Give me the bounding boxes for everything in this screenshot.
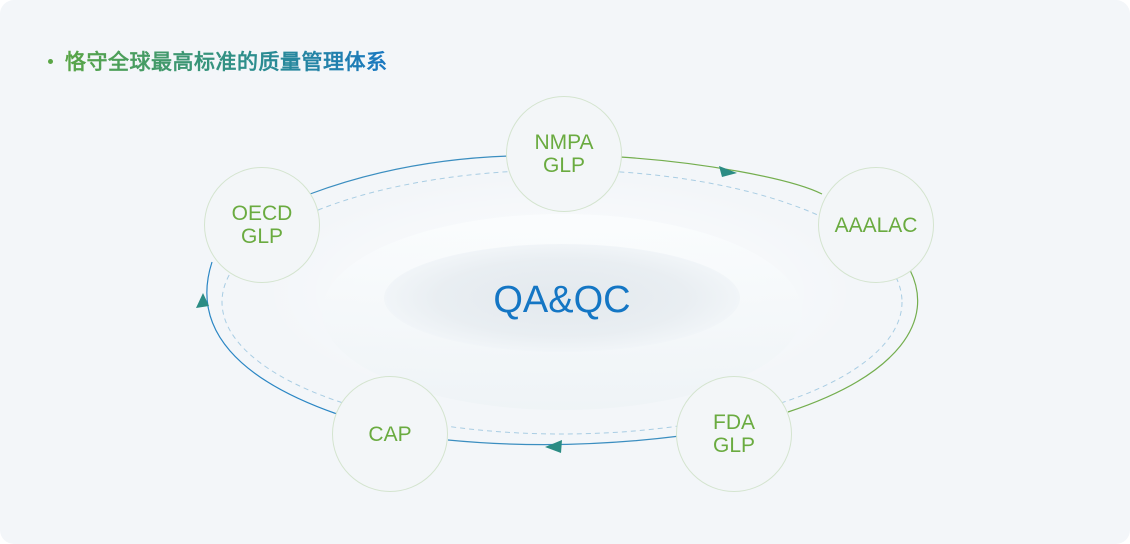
dashed-orbit <box>221 169 903 435</box>
arrow-to-cap-icon <box>545 440 562 453</box>
node-fda-glp: FDA GLP <box>676 376 792 492</box>
node-label-line1: NMPA <box>534 131 594 154</box>
node-label-line1: OECD <box>231 202 293 225</box>
node-label-line1: AAALAC <box>834 213 918 237</box>
node-label-line1: CAP <box>368 422 412 446</box>
node-cap: CAP <box>332 376 448 492</box>
arc-cap-oecd <box>206 261 338 415</box>
center-label: QA&QC <box>493 278 631 321</box>
arrow-to-aaalac-icon <box>719 166 737 177</box>
node-label-line2: GLP <box>542 154 586 177</box>
arrow-to-oecd-icon <box>196 293 209 308</box>
node-nmpa-glp: NMPA GLP <box>506 96 622 212</box>
section-heading: 恪守全球最高标准的质量管理体系 <box>48 47 388 75</box>
node-label-line1: FDA <box>713 411 755 434</box>
node-label-line2: GLP <box>712 434 756 457</box>
arc-aaalac-fda <box>787 269 919 413</box>
arc-nmpa-aaalac <box>619 156 823 195</box>
node-oecd-glp: OECD GLP <box>204 167 320 283</box>
node-aaalac: AAALAC <box>818 167 934 283</box>
arc-oecd-nmpa <box>309 155 511 195</box>
heading-text: 恪守全球最高标准的质量管理体系 <box>65 46 388 76</box>
node-label-line2: GLP <box>240 225 284 248</box>
inner-disc <box>384 244 740 352</box>
bullet-dot <box>48 58 53 64</box>
arc-fda-cap <box>447 435 681 446</box>
